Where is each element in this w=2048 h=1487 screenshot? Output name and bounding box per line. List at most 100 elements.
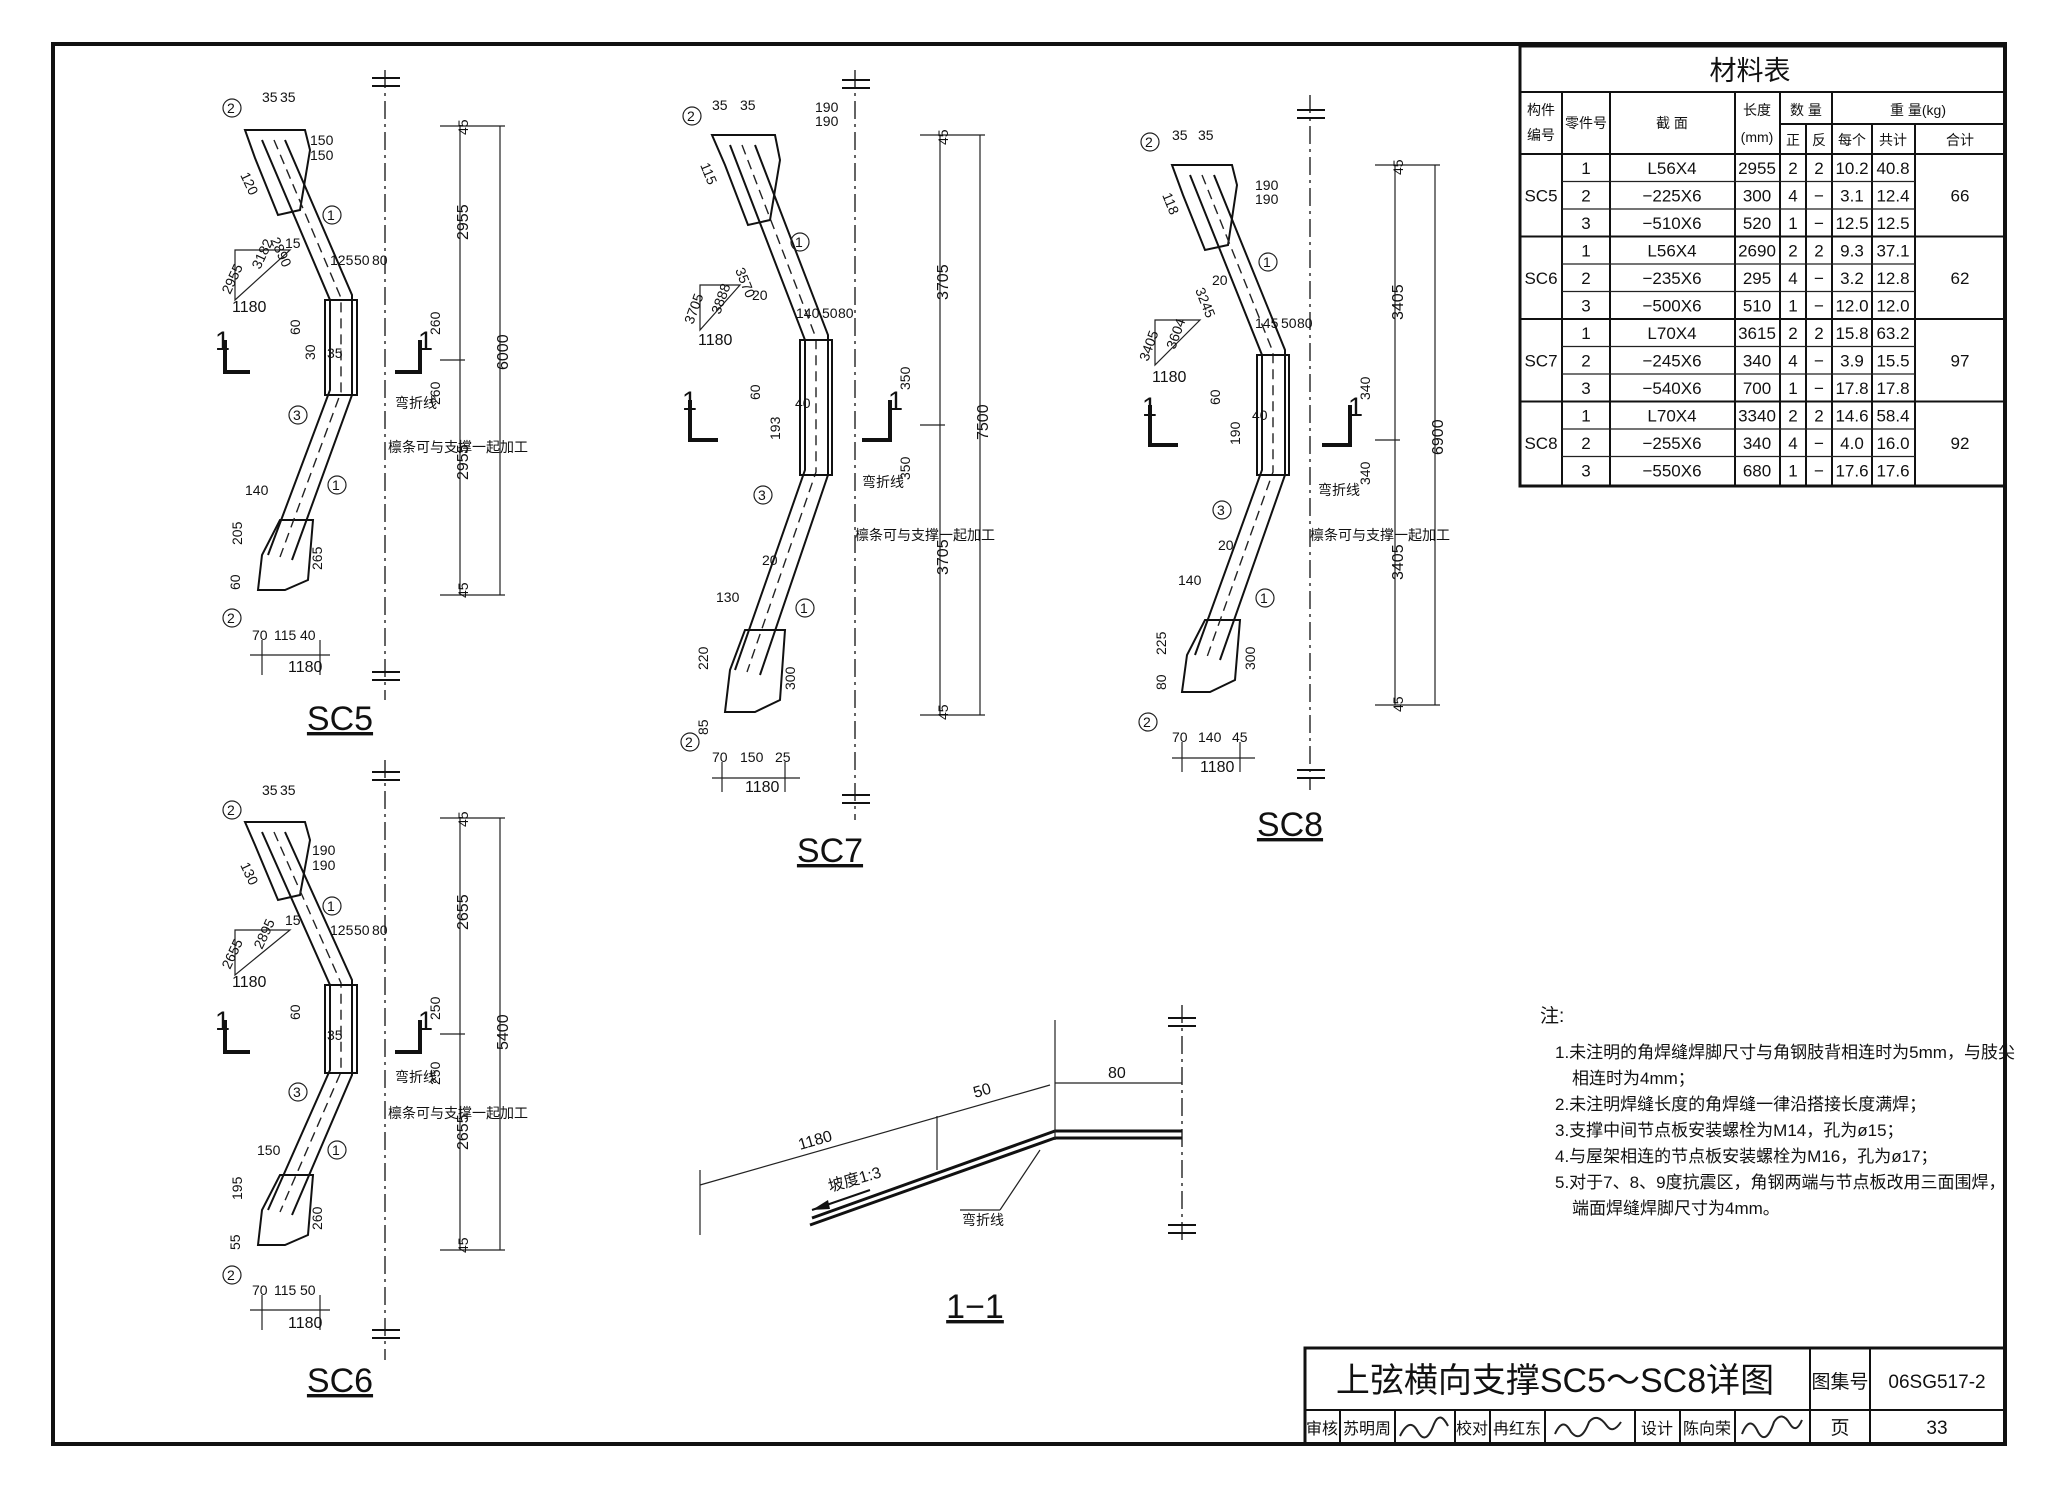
svg-text:2: 2 <box>227 610 235 626</box>
table-cell-sum: 15.5 <box>1876 352 1909 371</box>
hdr-qty: 数 量 <box>1790 102 1822 118</box>
table-cell-length: 340 <box>1743 352 1771 371</box>
sc5-section-mark-right: 1 <box>418 326 433 356</box>
sc8-s3: 80 <box>1153 674 1169 690</box>
section-fold: 弯折线 <box>962 1212 1004 1228</box>
sc7-w1b: 20 <box>762 552 778 568</box>
sc7-n6: 50 <box>822 305 838 321</box>
table-cell-part: 1 <box>1581 324 1590 343</box>
sc8-n9: 140 <box>1178 572 1202 588</box>
sc7-dim-edge-top: 45 <box>935 129 951 145</box>
sc7-n2: 190 <box>815 113 839 129</box>
table-cell-each: 3.9 <box>1840 352 1864 371</box>
table-cell-pos: 4 <box>1788 352 1797 371</box>
table-cell-section: −550X6 <box>1642 462 1701 481</box>
sc5-dim-edge-bottom: 45 <box>455 582 471 598</box>
sc7-n7: 80 <box>838 305 854 321</box>
sc8-slope-height: 3405 <box>1136 328 1162 363</box>
sc8-n3: 118 <box>1159 190 1182 217</box>
hdr-qty-pos: 正 <box>1786 132 1800 148</box>
sc5-n10: 205 <box>229 521 245 545</box>
table-cell-sum: 16.0 <box>1876 434 1909 453</box>
sc5-dim-half-bottom: 2955 <box>455 444 472 480</box>
svg-text:2: 2 <box>227 802 235 818</box>
hdr-member-a: 构件 <box>1527 102 1555 118</box>
table-cell-length: 3615 <box>1738 324 1776 343</box>
sc5-slope-base: 1180 <box>232 299 267 316</box>
sc6-slope-base: 1180 <box>232 974 267 991</box>
sc6-n7b: 250 <box>427 1061 443 1085</box>
table-cell-length: 680 <box>1743 462 1771 481</box>
table-cell-neg: − <box>1814 297 1824 316</box>
sc6-s1: 35 <box>262 782 278 798</box>
table-cell-part: 2 <box>1581 187 1590 206</box>
sheet-title: 上弦横向支撑SC5～SC8详图 <box>1336 1362 1774 1400</box>
table-cell-pos: 4 <box>1788 187 1797 206</box>
sc6-n5: 50 <box>354 922 370 938</box>
sc7-fold: 弯折线 <box>862 474 904 490</box>
sc6-process-note: 檩条可与支撑一起加工 <box>388 1105 528 1121</box>
table-cell-neg: 2 <box>1814 159 1823 178</box>
sc5-n2: 150 <box>310 147 334 163</box>
sc7-dim-half-bottom: 3705 <box>935 539 952 575</box>
table-cell-section: −255X6 <box>1642 434 1701 453</box>
sc5-n8b: 260 <box>427 381 443 405</box>
sc7-process-note: 檩条可与支撑一起加工 <box>855 527 995 543</box>
hdr-member-b: 编号 <box>1527 127 1555 143</box>
sc6-s3: 55 <box>227 1234 243 1250</box>
sc5-dim-half-top: 2955 <box>455 204 472 240</box>
table-cell-sum: 17.8 <box>1876 379 1909 398</box>
table-cell-pos: 1 <box>1788 462 1797 481</box>
sc7-slope-diag: 3888 <box>708 281 734 316</box>
signature-design <box>1741 1415 1803 1439</box>
table-cell-section: L70X4 <box>1647 324 1696 343</box>
sc8-n2: 190 <box>1255 191 1279 207</box>
table-cell-pos: 2 <box>1788 242 1797 261</box>
table-cell-sum: 12.5 <box>1876 214 1909 233</box>
sc8-n6: 50 <box>1281 315 1297 331</box>
sc8-process-note: 檩条可与支撑一起加工 <box>1310 527 1450 543</box>
sc6-b1: 70 <box>252 1282 268 1298</box>
section-title: 1−1 <box>946 1288 1004 1326</box>
atlas-number: 06SG517-2 <box>1888 1372 1985 1393</box>
sc6-n2: 190 <box>312 857 336 873</box>
sc7-b3: 25 <box>775 749 791 765</box>
table-member: SC6 <box>1524 269 1557 288</box>
sc5-b1: 70 <box>252 627 268 643</box>
sc8-s1: 35 <box>1172 127 1188 143</box>
detail-sc7: 1 1 3705 3705 7500 45 45 1180 3705 3888 … <box>680 70 995 870</box>
sc6-fold: 弯折线 <box>395 1069 437 1085</box>
sc7-n3: 115 <box>697 160 720 187</box>
sc7-n9: 130 <box>716 589 740 605</box>
hdr-qty-neg: 反 <box>1812 132 1826 148</box>
sc6-base-dim: 1180 <box>288 1315 323 1332</box>
sc5-w2: 60 <box>287 319 303 335</box>
sc6-section-mark-left: 1 <box>215 1006 230 1036</box>
sc8-s2: 35 <box>1198 127 1214 143</box>
sc5-b2: 115 <box>274 627 297 643</box>
svg-text:1: 1 <box>332 477 340 493</box>
sc5-slope-height: 2955 <box>218 261 246 296</box>
svg-text:1: 1 <box>327 898 335 914</box>
table-cell-neg: − <box>1814 434 1824 453</box>
table-cell-part: 2 <box>1581 434 1590 453</box>
detail-sc6: 1 1 2655 2655 5400 45 45 1180 2655 2895 … <box>215 760 528 1400</box>
signature-review <box>1399 1416 1449 1439</box>
sc6-b3: 50 <box>300 1282 316 1298</box>
sc8-title: SC8 <box>1257 806 1323 844</box>
table-cell-each: 9.3 <box>1840 242 1864 261</box>
section-len: 1180 <box>796 1128 834 1154</box>
sc8-w1b: 20 <box>1218 537 1234 553</box>
table-cell-sum: 37.1 <box>1876 242 1909 261</box>
sc8-w2: 60 <box>1207 389 1223 405</box>
sc7-dim-edge-bottom: 45 <box>935 704 951 720</box>
table-cell-length: 520 <box>1743 214 1771 233</box>
table-cell-part: 3 <box>1581 462 1590 481</box>
table-cell-part: 3 <box>1581 214 1590 233</box>
table-member: SC5 <box>1524 186 1557 205</box>
hdr-section: 截 面 <box>1656 115 1688 131</box>
table-cell-sum: 12.8 <box>1876 269 1909 288</box>
svg-text:1: 1 <box>795 234 803 250</box>
table-cell-neg: 2 <box>1814 324 1823 343</box>
